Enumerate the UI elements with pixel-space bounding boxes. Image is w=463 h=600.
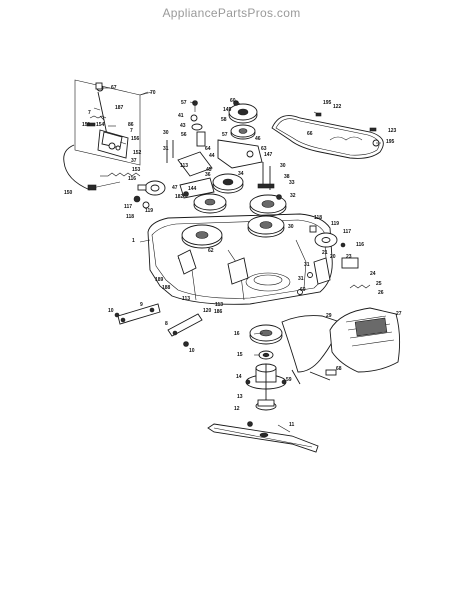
leader-lines (93, 87, 381, 433)
part-label: 57 (222, 132, 228, 138)
part-label: 45 (206, 167, 212, 173)
part-label: 41 (178, 113, 184, 119)
part-label: 27 (396, 311, 402, 317)
part-label: 44 (209, 153, 215, 159)
part-label: 12 (234, 406, 240, 412)
part-label: 63 (261, 146, 267, 152)
part-label: 119 (145, 208, 153, 214)
center-pulley-stack (166, 100, 275, 214)
part-label: 16 (234, 331, 240, 337)
lift-linkage-assembly (63, 79, 153, 191)
part-label: 69 (300, 287, 306, 293)
part-label: 145 (223, 107, 232, 113)
part-label: 187 (115, 105, 124, 111)
part-label: 25 (376, 281, 382, 287)
part-label: 43 (180, 123, 186, 129)
idler-pulley-left-upper (133, 180, 166, 209)
part-label: 153 (132, 167, 141, 173)
part-label: 67 (111, 85, 117, 91)
part-label: 116 (128, 176, 136, 182)
right-spindle-pulley (249, 194, 287, 217)
part-label: 37 (131, 158, 137, 164)
part-label: 24 (370, 271, 376, 277)
part-label: 117 (124, 204, 132, 210)
part-label: 14 (236, 374, 242, 380)
part-label: 13 (237, 394, 243, 400)
part-label: 23 (346, 254, 352, 260)
part-label: 113 (180, 163, 188, 169)
part-label: 60 (230, 98, 236, 104)
part-label: 189 (155, 277, 164, 283)
part-label: 57 (181, 100, 187, 106)
part-label: 123 (388, 128, 397, 134)
part-label: 30 (288, 224, 294, 230)
part-label: 10 (189, 348, 195, 354)
part-label: 10 (108, 308, 114, 314)
part-label: 31 (163, 146, 169, 152)
blade-spindle-assembly (245, 324, 287, 411)
part-label: 7 (130, 128, 133, 134)
part-label: 15 (237, 352, 243, 358)
part-label: 21 (322, 250, 328, 256)
part-label: 119 (331, 221, 339, 227)
part-label: 64 (205, 146, 211, 152)
part-label: 150 (64, 190, 73, 196)
part-label: 34 (238, 171, 244, 177)
part-label: 9 (140, 302, 143, 308)
part-label: 26 (378, 290, 384, 296)
site-watermark: AppliancePartsPros.com (162, 6, 301, 20)
part-number-labels: 67 70 187 7 151 154 86 7 156 152 153 37 … (64, 85, 402, 428)
drive-belt (271, 112, 384, 159)
discharge-chute-assembly (281, 257, 401, 385)
part-label: 120 (203, 308, 212, 314)
part-label: 68 (336, 366, 342, 372)
part-label: 195 (323, 100, 332, 106)
part-label: 147 (264, 152, 273, 158)
part-label: 117 (343, 229, 351, 235)
part-label: 154 (96, 122, 105, 128)
part-label: 58 (221, 117, 227, 123)
part-label: 156 (131, 136, 140, 142)
part-label: 195 (386, 139, 395, 145)
mower-blade (207, 421, 319, 453)
part-label: 11 (289, 422, 295, 428)
part-label: 1 (132, 238, 135, 244)
part-label: 20 (330, 254, 336, 260)
part-label: 152 (133, 150, 142, 156)
part-label: 86 (128, 122, 134, 128)
idler-pulley-right (309, 225, 346, 248)
part-label: 31 (298, 276, 304, 282)
part-label: 29 (326, 313, 332, 319)
part-label: 144 (188, 186, 197, 192)
part-label: 113 (182, 296, 190, 302)
part-label: 118 (314, 215, 322, 221)
part-label: 30 (163, 130, 169, 136)
part-label: 62 (208, 248, 214, 254)
part-label: 38 (284, 174, 290, 180)
part-label: 113 (215, 302, 223, 308)
part-label: 118 (126, 214, 134, 220)
part-label: 8 (165, 321, 168, 327)
part-label: 66 (307, 131, 313, 137)
part-label: 47 (172, 185, 178, 191)
part-label: 59 (286, 377, 292, 383)
deck-hanger-brackets (114, 303, 203, 347)
mower-deck-housing (147, 213, 333, 305)
part-label: 70 (150, 90, 156, 96)
part-label: 122 (333, 104, 342, 110)
part-label: 30 (280, 163, 286, 169)
part-label: 33 (289, 180, 295, 186)
part-label: 7 (88, 110, 91, 116)
part-label: 116 (356, 242, 364, 248)
part-label: 182 (175, 194, 184, 200)
part-label: 188 (162, 285, 171, 291)
part-label: 32 (290, 193, 296, 199)
part-label: 36 (205, 172, 211, 178)
part-label: 31 (304, 262, 310, 268)
part-label: 186 (214, 309, 223, 315)
part-label: 151 (82, 122, 91, 128)
part-label: 46 (255, 136, 261, 142)
part-label: 56 (181, 132, 187, 138)
